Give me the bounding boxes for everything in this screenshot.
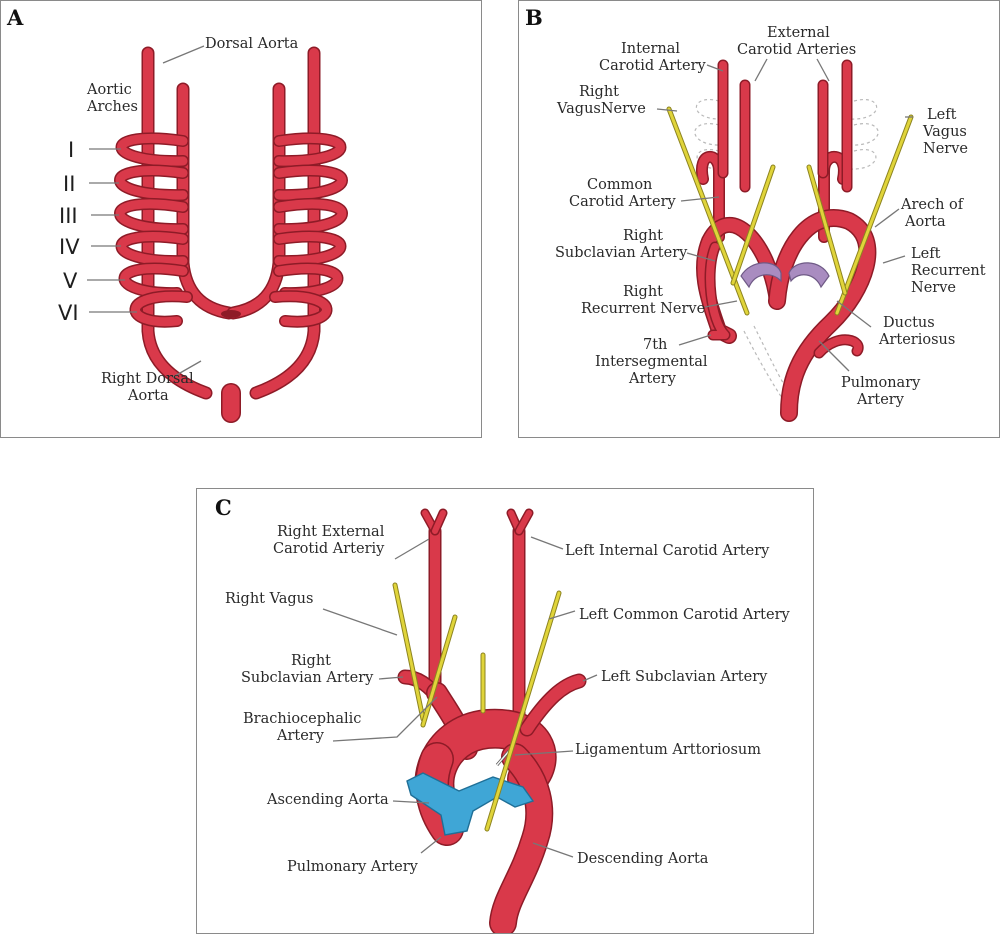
right-external-carotid-label-line1: Right External — [277, 524, 385, 540]
left-internal-carotid-label: Left Internal Carotid Artery — [565, 543, 770, 559]
arch-numeral-5: V — [63, 269, 78, 293]
panel-c-diagram: C — [215, 495, 791, 933]
panel-a-leaders — [87, 45, 205, 378]
left-vagus-label-line2: Vagus — [922, 124, 967, 140]
panel-a-diagram: A — [6, 5, 348, 423]
right-dorsal-aorta-label-line1: Right Dorsal — [101, 371, 194, 387]
pulmonary-artery-c-label: Pulmonary Artery — [287, 859, 419, 875]
right-subclavian-c-label-line1: Right — [291, 653, 331, 669]
panel-b-diagram: B — [525, 5, 986, 422]
panel-c-nerves — [392, 582, 562, 832]
external-carotid-label-line2: Carotid Arteries — [737, 42, 856, 58]
left-vagus-label-line1: Left — [927, 107, 957, 123]
ascending-aorta-label: Ascending Aorta — [266, 792, 389, 808]
panel-c-letter: C — [215, 495, 232, 520]
left-subclavian-label: Left Subclavian Artery — [601, 669, 768, 685]
pulmonary-arteries-b — [740, 262, 830, 289]
right-recurrent-label-line2: Recurrent Nerve — [581, 301, 705, 317]
fused-dorsal-aorta — [221, 310, 241, 423]
right-vagus-c-label: Right Vagus — [225, 591, 313, 607]
right-vagus-label-line2: VagusNerve — [556, 101, 646, 117]
arch-of-aorta-label-line1: Arech of — [900, 197, 965, 213]
internal-carotid-label-line1: Internal — [621, 41, 680, 57]
intersegmental-label-line1: 7th — [643, 337, 667, 353]
panel-c-arteries — [397, 508, 587, 933]
ductus-label-line1: Ductus — [883, 315, 935, 331]
right-subclavian-label-line1: Right — [623, 228, 663, 244]
brachiocephalic-label-line1: Brachiocephalic — [243, 711, 361, 727]
aortic-arches-right — [269, 132, 348, 328]
left-recurrent-label-line1: Left — [911, 246, 941, 262]
internal-carotid-label-line2: Carotid Artery — [599, 58, 706, 74]
left-common-carotid-label: Left Common Carotid Artery — [579, 607, 791, 623]
left-recurrent-label-line3: Nerve — [911, 280, 956, 296]
panel-b-letter: B — [525, 5, 543, 30]
right-dorsal-aorta-label-line2: Aorta — [127, 388, 169, 404]
panel-c-leaders — [322, 536, 598, 858]
right-recurrent-label-line1: Right — [623, 284, 663, 300]
intersegmental-label-line2: Intersegmental — [595, 354, 708, 370]
arch-numeral-1: I — [68, 138, 74, 162]
panel-b-leaders — [656, 58, 913, 372]
common-carotid-label-line2: Carotid Artery — [569, 194, 676, 210]
left-recurrent-label-line2: Recurrent — [911, 263, 986, 279]
right-subclavian-c-label-line2: Subclavian Artery — [241, 670, 374, 686]
common-carotid-label-line1: Common — [587, 177, 652, 193]
right-vagus-label-line1: Right — [579, 84, 619, 100]
arch-numeral-6: VI — [58, 301, 79, 325]
panel-a-letter: A — [6, 5, 24, 30]
external-carotid-label-line1: External — [767, 25, 830, 41]
panel-c: C — [196, 488, 814, 934]
aortic-arches-label-line2: Arches — [86, 99, 138, 115]
aortic-arches-label-line1: Aortic — [86, 82, 132, 98]
panel-b-arteries — [695, 59, 877, 422]
right-subclavian-label-line2: Subclavian Artery — [555, 245, 688, 261]
dorsal-aorta-label: Dorsal Aorta — [205, 36, 299, 52]
arch-of-aorta-label-line2: Aorta — [904, 214, 946, 230]
descending-aorta-label: Descending Aorta — [577, 851, 709, 867]
ligamentum — [495, 750, 511, 766]
left-vagus-label-line3: Nerve — [923, 141, 968, 157]
right-external-carotid-label-line2: Carotid Arteriy — [273, 541, 385, 557]
dorsal-aortae — [141, 46, 321, 400]
panel-b-nerves — [666, 106, 914, 316]
intersegmental-label-line3: Artery — [628, 371, 677, 387]
aortic-arches-left — [114, 132, 193, 328]
arch-numeral-4: IV — [59, 235, 80, 259]
arch-numeral-3: III — [59, 204, 78, 228]
brachiocephalic-label-line2: Artery — [276, 728, 325, 744]
ductus-label-line2: Arteriosus — [878, 332, 955, 348]
ligamentum-label: Ligamentum Arttoriosum — [575, 742, 761, 758]
panel-b: B — [518, 0, 1000, 438]
pulmonary-b-label-line2: Artery — [856, 392, 905, 408]
arch-numeral-2: II — [63, 172, 75, 196]
pulmonary-b-label-line1: Pulmonary — [841, 375, 921, 391]
panel-a: A — [0, 0, 482, 438]
